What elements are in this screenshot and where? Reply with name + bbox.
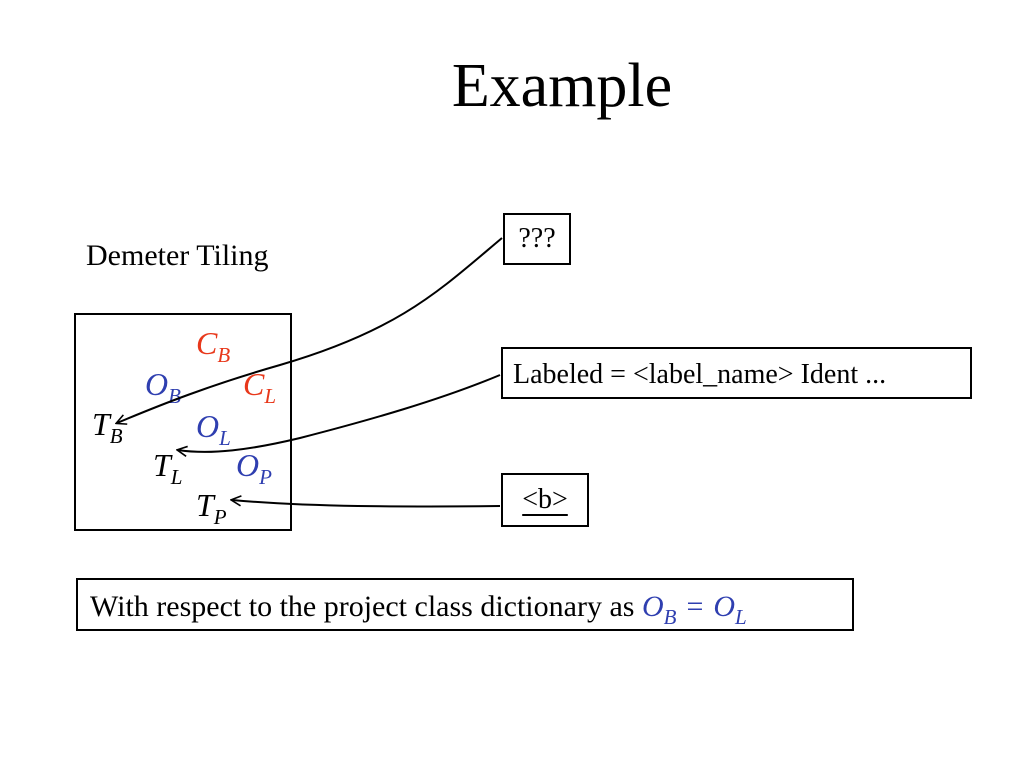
labeled-rule-box: Labeled = <label_name> Ident ... — [501, 347, 972, 399]
tiling-caption: Demeter Tiling — [86, 239, 269, 272]
label-t-b: TB — [92, 406, 123, 448]
label-c-b: CB — [196, 325, 231, 367]
unknown-box: ??? — [503, 213, 571, 265]
tiling-box — [74, 313, 292, 531]
b-token-box: <b> — [501, 473, 589, 527]
statement-equals: = — [686, 590, 704, 623]
statement-text: With respect to the project class dictio… — [90, 590, 642, 623]
arrow-unknown-to-tb — [117, 237, 503, 423]
slide-title: Example — [451, 52, 673, 120]
label-t-p: TP — [196, 487, 227, 529]
statement-lhs: OB — [641, 590, 677, 629]
label-o-l: OL — [196, 408, 231, 450]
b-token-text: <b> — [522, 484, 568, 515]
arrow-labeled-to-tl — [178, 374, 501, 452]
label-o-p: OP — [236, 447, 272, 489]
arrow-b-to-tp — [232, 500, 501, 508]
statement-box: With respect to the project class dictio… — [76, 578, 854, 631]
statement-rhs: OL — [713, 590, 747, 629]
label-t-l: TL — [153, 447, 183, 489]
